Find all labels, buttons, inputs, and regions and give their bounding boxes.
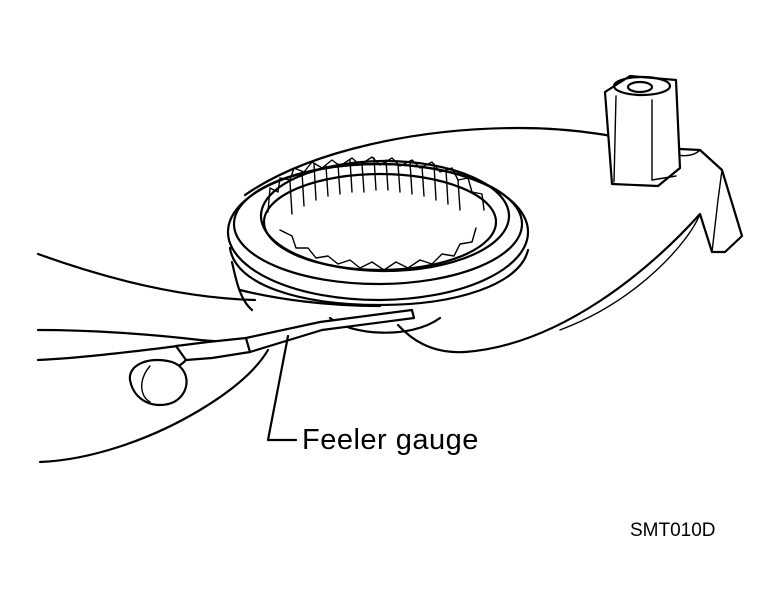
synchronizer-ring	[226, 159, 530, 307]
hand	[36, 252, 270, 464]
splined-hub	[262, 156, 498, 272]
feeler-gauge-label: Feeler gauge	[302, 424, 479, 456]
feeler-gauge	[244, 308, 416, 354]
figure-code: SMT010D	[630, 520, 716, 541]
fork-bolt	[603, 74, 682, 188]
leader-line	[266, 334, 298, 442]
